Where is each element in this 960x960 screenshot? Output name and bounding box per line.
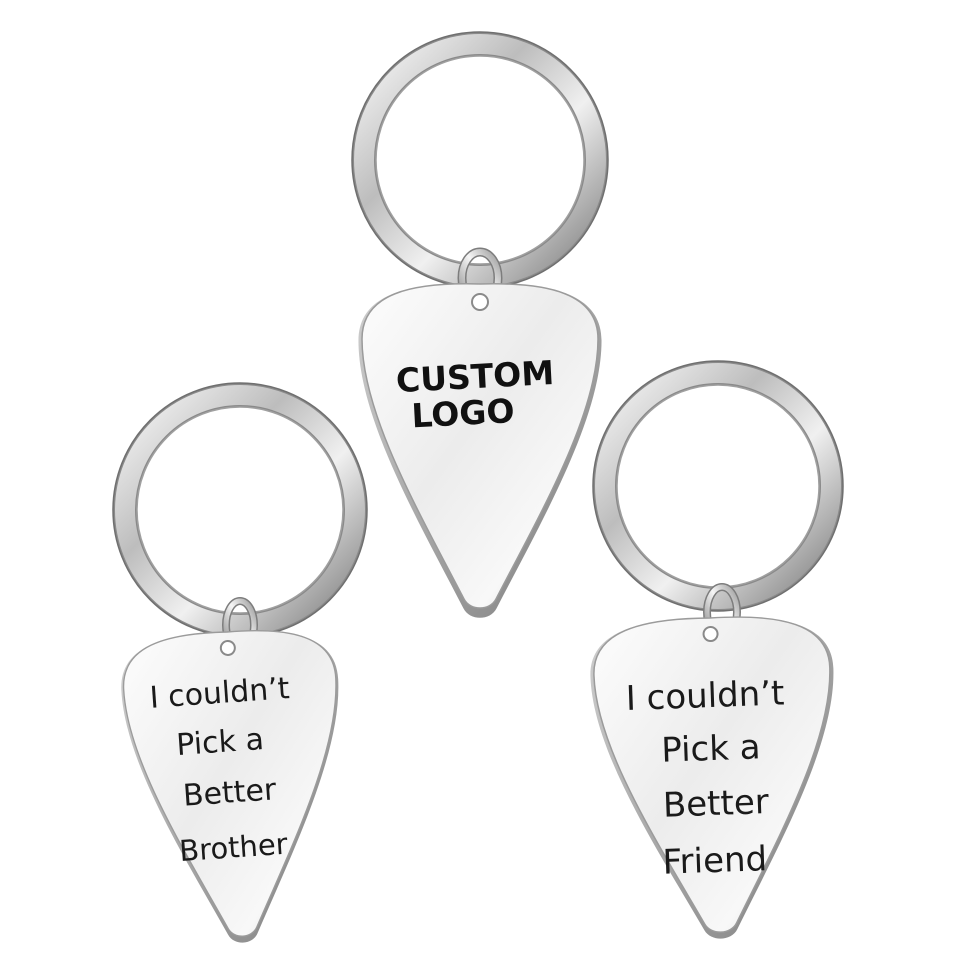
engraving-text: I couldn’t Pick a Better Friend <box>625 673 785 883</box>
engraving-line: Pick a <box>661 727 762 770</box>
keychain-right: I couldn’t Pick a Better Friend <box>588 360 844 943</box>
engraving-line: Brother <box>178 827 289 868</box>
keychain-left: I couldn’t Pick a Better Brother <box>112 382 368 949</box>
split-ring <box>112 382 368 638</box>
engraving-line: Better <box>662 782 769 826</box>
engraving-line: I couldn’t <box>625 673 785 719</box>
engraving-line: LOGO <box>410 391 515 435</box>
guitar-pick-tag <box>588 612 843 943</box>
guitar-pick-tag <box>118 625 352 949</box>
engraving-line: CUSTOM <box>395 353 555 400</box>
keychain-center: CUSTOM LOGO <box>351 31 609 618</box>
split-ring <box>592 360 844 612</box>
guitar-pick-tag <box>358 283 602 618</box>
engraving-line: Pick a <box>175 722 265 763</box>
engraving-text: I couldn’t Pick a Better Brother <box>149 671 291 868</box>
engraving-line: Friend <box>662 839 768 883</box>
engraving-line: Better <box>182 772 278 813</box>
engraving-text: CUSTOM LOGO <box>395 353 555 435</box>
